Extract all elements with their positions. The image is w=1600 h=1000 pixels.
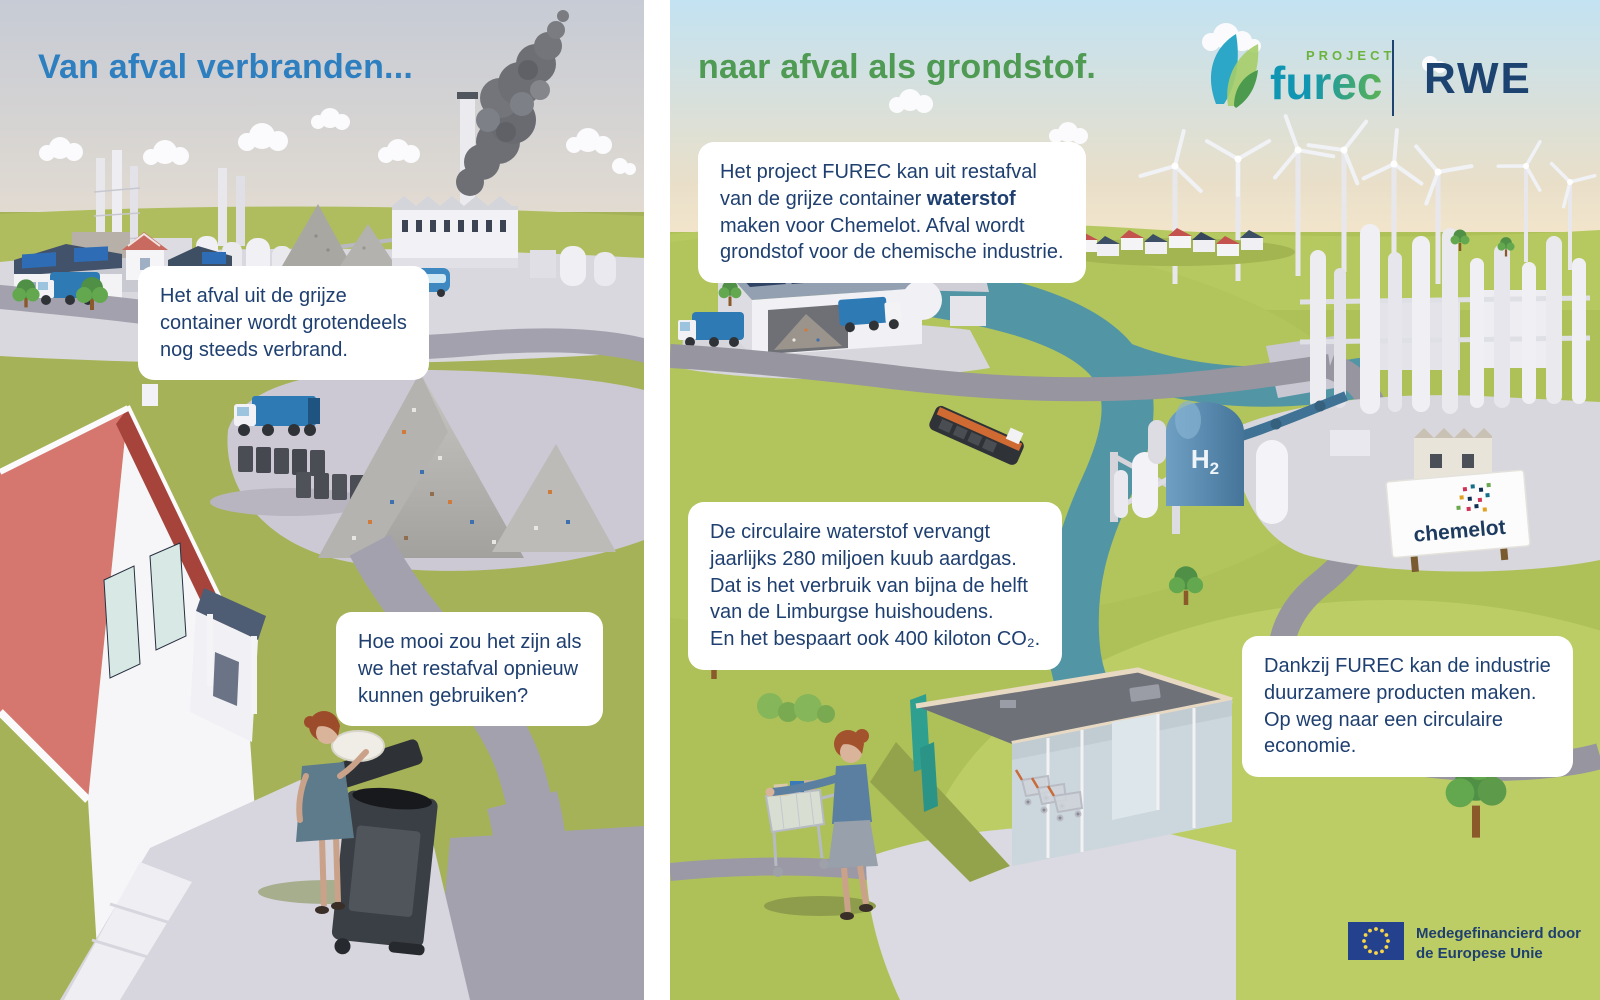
furec-project-label: PROJECT	[1306, 48, 1396, 63]
shopping-carts-row	[1014, 769, 1084, 822]
barge-upper	[929, 405, 1024, 465]
furec-wordmark: furec	[1270, 60, 1395, 106]
bushes	[757, 693, 835, 723]
wind-turbines	[1138, 114, 1597, 284]
callout-circular-economy: Dankzij FUREC kan de industrie duurzamer…	[1242, 636, 1573, 778]
callout-furec-hydrogen: Het project FUREC kan uit restafval van …	[698, 142, 1086, 284]
title-right: naar afval als grondstof.	[698, 48, 1096, 86]
panel-divider	[644, 0, 670, 1000]
woman-at-bin	[258, 711, 438, 956]
callout-furec-text-post: maken voor Chemelot. Afval wordt grondst…	[720, 214, 1064, 264]
callout-furec-text-bold: waterstof	[926, 187, 1016, 210]
title-left: Van afval verbranden...	[38, 48, 413, 86]
chemelot-sign: chemelot	[1385, 469, 1531, 573]
furec-project-logo: PROJECT furec	[1202, 30, 1395, 112]
family-house	[0, 384, 268, 1000]
waste-pile-small	[492, 444, 616, 552]
woman-with-cart	[764, 729, 878, 920]
clouds-left	[39, 108, 636, 175]
tree	[12, 279, 40, 308]
furec-leaf-icon	[1210, 34, 1259, 108]
eu-flag-icon	[1348, 922, 1404, 960]
supermarket	[866, 667, 1236, 1000]
callout-furec-text-pre: Het project FUREC kan uit restafval van …	[720, 161, 1037, 210]
callout-waste-burned: Het afval uit de grijze container wordt …	[138, 266, 429, 381]
rwe-logo: RWE	[1424, 54, 1532, 103]
callout-reuse-question: Hoe mooi zou het zijn als we het restafv…	[336, 612, 604, 727]
left-scene-illustration	[0, 0, 644, 1000]
eu-funding-attribution: Medegefinancierd door de Europese Unie	[1348, 922, 1581, 963]
waste-pile-large	[318, 372, 524, 558]
smoke-plume	[456, 10, 569, 196]
eu-funding-text: Medegefinancierd door de Europese Unie	[1416, 925, 1582, 962]
village	[1055, 228, 1295, 266]
logo-separator	[1392, 40, 1394, 116]
tree	[76, 277, 108, 310]
h2-tank-label: H2	[1191, 444, 1219, 478]
callout-hydrogen-stats: De circulaire waterstof vervangt jaarlij…	[688, 502, 1063, 670]
hydrogen-storage: H2	[1114, 401, 1288, 524]
chemelot-logo-dots	[1456, 482, 1491, 512]
garbage-truck-dumping	[234, 396, 320, 436]
